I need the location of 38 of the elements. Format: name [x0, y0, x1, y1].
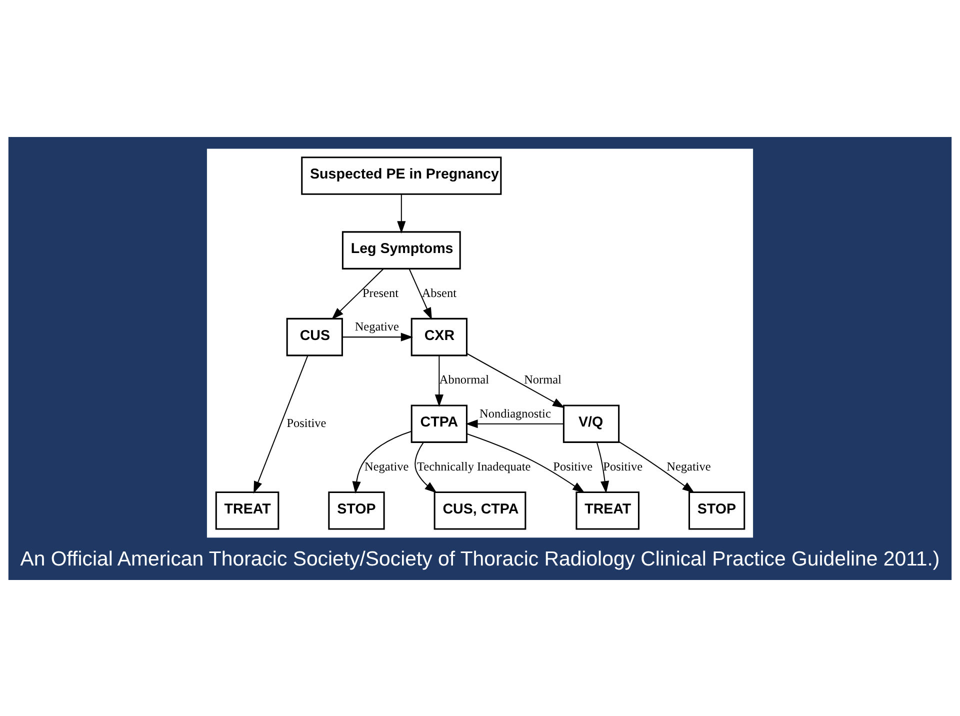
edge-label: Present [362, 285, 398, 300]
cluster [206, 148, 754, 538]
edge-label: Positive [286, 415, 326, 430]
arrow [254, 354, 308, 494]
edge-label: Negative [354, 319, 399, 334]
node-box: STOP [328, 490, 385, 530]
edge-label: Absent [422, 285, 457, 300]
node-box: CUS, CTPA [434, 490, 526, 530]
arrow [466, 352, 565, 408]
arrow [352, 430, 412, 494]
arrow [397, 194, 406, 233]
node-box: TREAT [576, 490, 640, 530]
arrow [342, 332, 414, 341]
arrow [466, 419, 564, 428]
node-box: CXR [410, 317, 468, 356]
edge-label: Normal [524, 372, 562, 386]
arrow [408, 268, 432, 320]
edge-label: Positive [553, 458, 593, 473]
node-box: Suspected PE in Pregnancy [301, 156, 502, 194]
edge-label: Positive [603, 458, 643, 473]
node-box: CUS [286, 317, 343, 356]
arrow [332, 268, 384, 320]
node-box: CTPA [410, 404, 468, 442]
edge-label: Abnormal [439, 372, 489, 386]
node-box: V/Q [562, 404, 620, 442]
arrow [466, 432, 585, 492]
node-box: TREAT [215, 490, 280, 530]
arrow [414, 442, 437, 493]
node-box: Leg Symptoms [342, 230, 461, 269]
arrow [618, 440, 695, 493]
edge-label: Negative [364, 458, 409, 473]
edge-label: Negative [666, 458, 711, 473]
edge-label: Technically Inadequate [417, 458, 531, 473]
edge-label: Nondiagnostic [480, 406, 551, 420]
arrow [434, 355, 444, 406]
node-box: STOP [688, 490, 746, 530]
arrow [596, 442, 610, 493]
caption: An Official American Thoracic Society/Society of Thoracic Radiology Clinical Practice Guideline 2011.) [20, 548, 940, 570]
